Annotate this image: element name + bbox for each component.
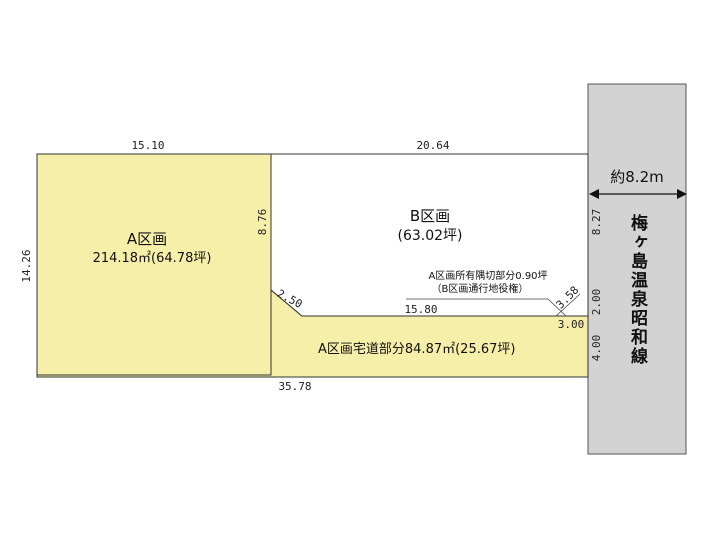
road-width-arrowhead-right <box>677 189 687 199</box>
dim-right-lower: 4.00 <box>590 335 603 362</box>
corner-cut-line-3 <box>555 293 581 317</box>
corner-note-line2: （B区画通行地役権） <box>432 282 529 295</box>
road-name: 梅ヶ島温泉昭和線 <box>627 213 649 366</box>
lot-b-title: B区画 <box>410 207 450 225</box>
dim-top-a: 15.10 <box>131 139 164 152</box>
road-strip <box>587 83 687 455</box>
dim-corner-width: 3.00 <box>558 318 585 331</box>
dim-right-mid: 2.00 <box>590 289 603 316</box>
corner-cut-line-2 <box>547 298 567 317</box>
road-width-arrowhead-left <box>589 189 599 199</box>
dim-lot-divider: 8.76 <box>256 209 269 236</box>
dim-bottom: 35.78 <box>278 380 311 393</box>
lot-b-area-label: (63.02坪) <box>397 228 462 244</box>
dim-left: 14.26 <box>20 249 33 282</box>
lot-a-title: A区画 <box>127 230 167 248</box>
dim-top-b: 20.64 <box>416 139 449 152</box>
road-width-label: 約8.2m <box>610 168 663 186</box>
lot-b-area <box>270 153 589 317</box>
corner-note-line1: A区画所有隅切部分0.90坪 <box>428 269 547 282</box>
dim-right-upper: 8.27 <box>590 209 603 236</box>
dim-inner-b-bottom: 15.80 <box>404 303 437 316</box>
driveway-label: A区画宅道部分84.87㎡(25.67坪) <box>318 342 515 357</box>
lot-a-area-label: 214.18㎡(64.78坪) <box>93 251 212 266</box>
